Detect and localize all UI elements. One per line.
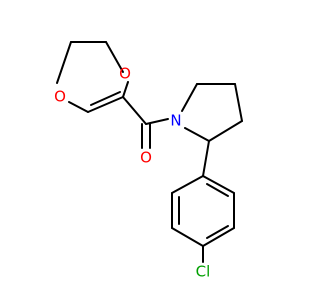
bond-n-ch2-upper <box>181 83 198 112</box>
bond-c2-n <box>184 127 210 142</box>
bond-c2-carbonyl-c <box>122 96 147 125</box>
bond-vinyl-ch-c2-double <box>90 91 121 106</box>
bond-aryl-inner-bottom <box>206 225 229 239</box>
bond-aryl-top-left <box>171 175 204 194</box>
pyrrolidine-nitrogen: N <box>170 112 181 130</box>
carbonyl-oxygen: O <box>140 149 152 167</box>
bond-o2-vinyl-ch <box>68 101 89 113</box>
bond-aryl-left-lower <box>171 227 204 247</box>
molecule-canvas: O O O N Cl <box>54 41 243 281</box>
bond-o1-ch2-upper <box>105 41 124 73</box>
bond-pyrrolidine-right <box>234 83 243 122</box>
bond-carbonyl-c-n <box>145 118 169 125</box>
ring-oxygen-upper: O <box>119 65 131 83</box>
bond-vinyl-ch-c2 <box>87 96 124 113</box>
bond-pyrrolidine-lower-right <box>208 120 243 142</box>
molecule-structure: O O O N Cl <box>54 41 243 281</box>
bond-pyrrolidine-aryl <box>202 140 210 177</box>
bond-aryl-bottom-right <box>202 227 235 247</box>
chlorine-atom: Cl <box>196 263 211 281</box>
bond-aryl-inner-top <box>206 183 229 197</box>
bond-ch2-left-o2 <box>56 41 72 84</box>
ring-oxygen-lower: O <box>54 88 66 106</box>
bond-aryl-top-right <box>202 175 235 194</box>
bond-c2-o1 <box>122 81 129 98</box>
